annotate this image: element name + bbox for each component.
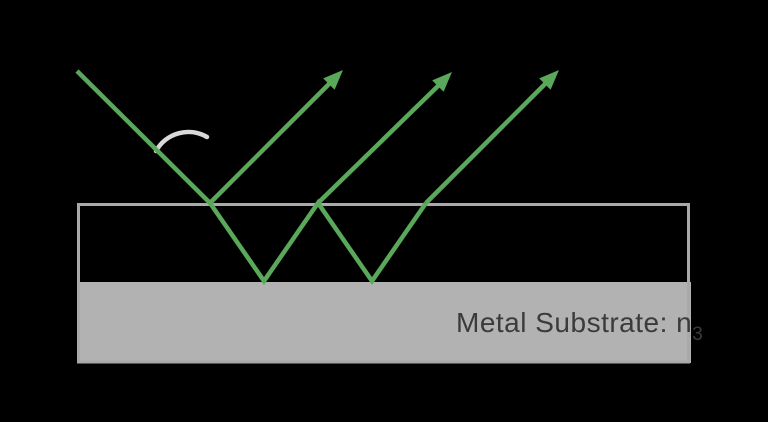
angle-of-incidence-arc — [153, 129, 210, 154]
incident-ray — [75, 69, 212, 205]
transmitted-ray-2 — [424, 81, 548, 205]
internal-reflection-path — [208, 199, 428, 285]
metal-substrate-label: Metal Substrate: n3 — [456, 306, 703, 345]
reflected-ray-arrowhead — [323, 70, 343, 90]
substrate-label-text: Metal Substrate: n — [456, 307, 693, 338]
transmitted-ray-1-arrowhead — [432, 72, 452, 92]
refractive-index-subscript: 3 — [692, 324, 704, 345]
transmitted-ray-2-arrowhead — [539, 70, 559, 90]
thin-film-box — [77, 203, 690, 364]
reflected-ray — [208, 81, 332, 205]
metal-substrate — [77, 282, 691, 363]
transmitted-ray-1 — [316, 83, 441, 205]
